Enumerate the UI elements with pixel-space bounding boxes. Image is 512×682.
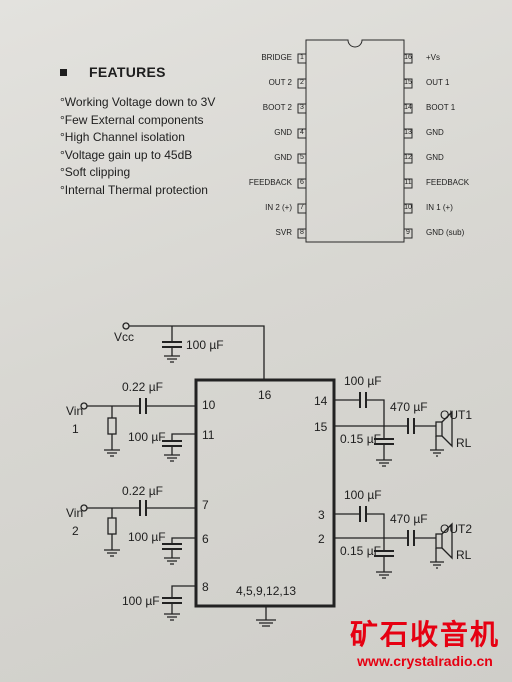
pin-label-8: SVR <box>275 228 292 237</box>
pin-label-2: OUT 2 <box>268 78 292 87</box>
feature-item: °Working Voltage down to 3V <box>60 95 216 109</box>
czob1-label: 0.15 µF <box>340 432 381 446</box>
features-title: FEATURES <box>89 64 166 80</box>
out2-label: OUT2 <box>440 522 473 536</box>
pin-number-14: 14 <box>404 104 412 111</box>
rl1-label: RL <box>456 436 472 450</box>
pin-number-11: 11 <box>404 179 412 186</box>
pin-label-15: OUT 1 <box>426 78 450 87</box>
pin16-label: 16 <box>258 388 272 402</box>
czob2-label: 0.15 µF <box>340 544 381 558</box>
vin1-label: Vin <box>66 404 84 418</box>
pin11-label: 11 <box>202 428 215 442</box>
pin2-label: 2 <box>318 532 325 546</box>
features-section: FEATURES °Working Voltage down to 3V °Fe… <box>60 64 250 199</box>
pin14-label: 14 <box>314 394 328 408</box>
cin2-label: 0.22 µF <box>122 484 163 498</box>
cap-vcc-label: 100 µF <box>186 338 224 352</box>
vin1-number: 1 <box>72 422 79 436</box>
pin-label-13: GND <box>426 128 444 137</box>
pin-label-11: FEEDBACK <box>426 178 470 187</box>
pin-number-10: 10 <box>404 204 412 211</box>
pin-number-5: 5 <box>300 154 304 161</box>
feature-item: °Soft clipping <box>60 165 131 179</box>
pinout-diagram: BRIDGE OUT 2 BOOT 2 GND GND FEEDBACK IN … <box>230 36 510 252</box>
pin-number-8: 8 <box>300 229 304 236</box>
feature-item: °Few External components <box>60 112 204 127</box>
cin1-label: 0.22 µF <box>122 380 163 394</box>
pin-label-1: BRIDGE <box>261 53 292 62</box>
pin-label-16: +Vs <box>426 53 441 62</box>
pin-number-13: 13 <box>404 129 412 136</box>
schematic-wiring <box>80 322 453 627</box>
cout2-label: 470 µF <box>390 512 428 526</box>
features-heading: FEATURES <box>60 64 250 80</box>
cfb1-label: 100 µF <box>128 430 166 444</box>
pin-number-7: 7 <box>300 204 304 211</box>
vcc-label: Vcc <box>114 330 135 344</box>
site-watermark: 矿石收音机 www.crystalradio.cn <box>340 618 510 670</box>
watermark-url: www.crystalradio.cn <box>357 653 493 669</box>
cfb2-label: 100 µF <box>128 530 166 544</box>
pin-number-15: 15 <box>404 79 412 86</box>
square-bullet-icon <box>60 68 67 76</box>
pin-number-4: 4 <box>300 129 304 136</box>
pin-number-1: 1 <box>300 54 304 61</box>
pin6-label: 6 <box>202 532 209 546</box>
pin-number-2: 2 <box>300 79 304 86</box>
csvr-label: 100 µF <box>122 594 160 608</box>
cboot2-label: 100 µF <box>344 488 382 502</box>
features-list: °Working Voltage down to 3V °Few Externa… <box>60 94 250 199</box>
pin7-label: 7 <box>202 498 209 512</box>
pin-label-6: FEEDBACK <box>248 178 292 187</box>
pin-label-12: GND <box>426 153 444 162</box>
rl2-label: RL <box>456 548 472 562</box>
pin8-label: 8 <box>202 580 209 594</box>
pin-label-9: GND (sub) <box>426 228 465 237</box>
pin10-label: 10 <box>202 398 216 412</box>
pin-label-5: GND <box>274 153 292 162</box>
pin-number-12: 12 <box>404 154 412 161</box>
pin3-label: 3 <box>318 508 325 522</box>
gnd-pins-label: 4,5,9,12,13 <box>236 584 297 598</box>
vin2-number: 2 <box>72 524 79 538</box>
cout1-label: 470 µF <box>390 400 428 414</box>
watermark-title: 矿石收音机 <box>349 618 500 651</box>
application-schematic: Vcc 100 µF 16 0.22 µF Vin 1 10 100 µF 11… <box>0 300 512 640</box>
pin-label-14: BOOT 1 <box>426 103 456 112</box>
pin15-label: 15 <box>314 420 328 434</box>
pin-number-3: 3 <box>300 104 304 111</box>
feature-item: °High Channel isolation <box>60 130 185 144</box>
pin-label-3: BOOT 2 <box>262 103 292 112</box>
pin-label-10: IN 1 (+) <box>426 203 453 212</box>
ic-package-outline <box>297 39 413 243</box>
pin-label-4: GND <box>274 128 292 137</box>
vin2-label: Vin <box>66 506 84 520</box>
feature-item: °Internal Thermal protection <box>60 182 208 197</box>
out1-label: OUT1 <box>440 408 473 422</box>
cboot1-label: 100 µF <box>344 374 382 388</box>
feature-item: °Voltage gain up to 45dB <box>60 147 193 162</box>
pin-number-9: 9 <box>406 229 410 236</box>
pin-number-6: 6 <box>300 179 304 186</box>
pin-label-7: IN 2 (+) <box>265 203 292 212</box>
pin-number-16: 16 <box>404 54 412 61</box>
